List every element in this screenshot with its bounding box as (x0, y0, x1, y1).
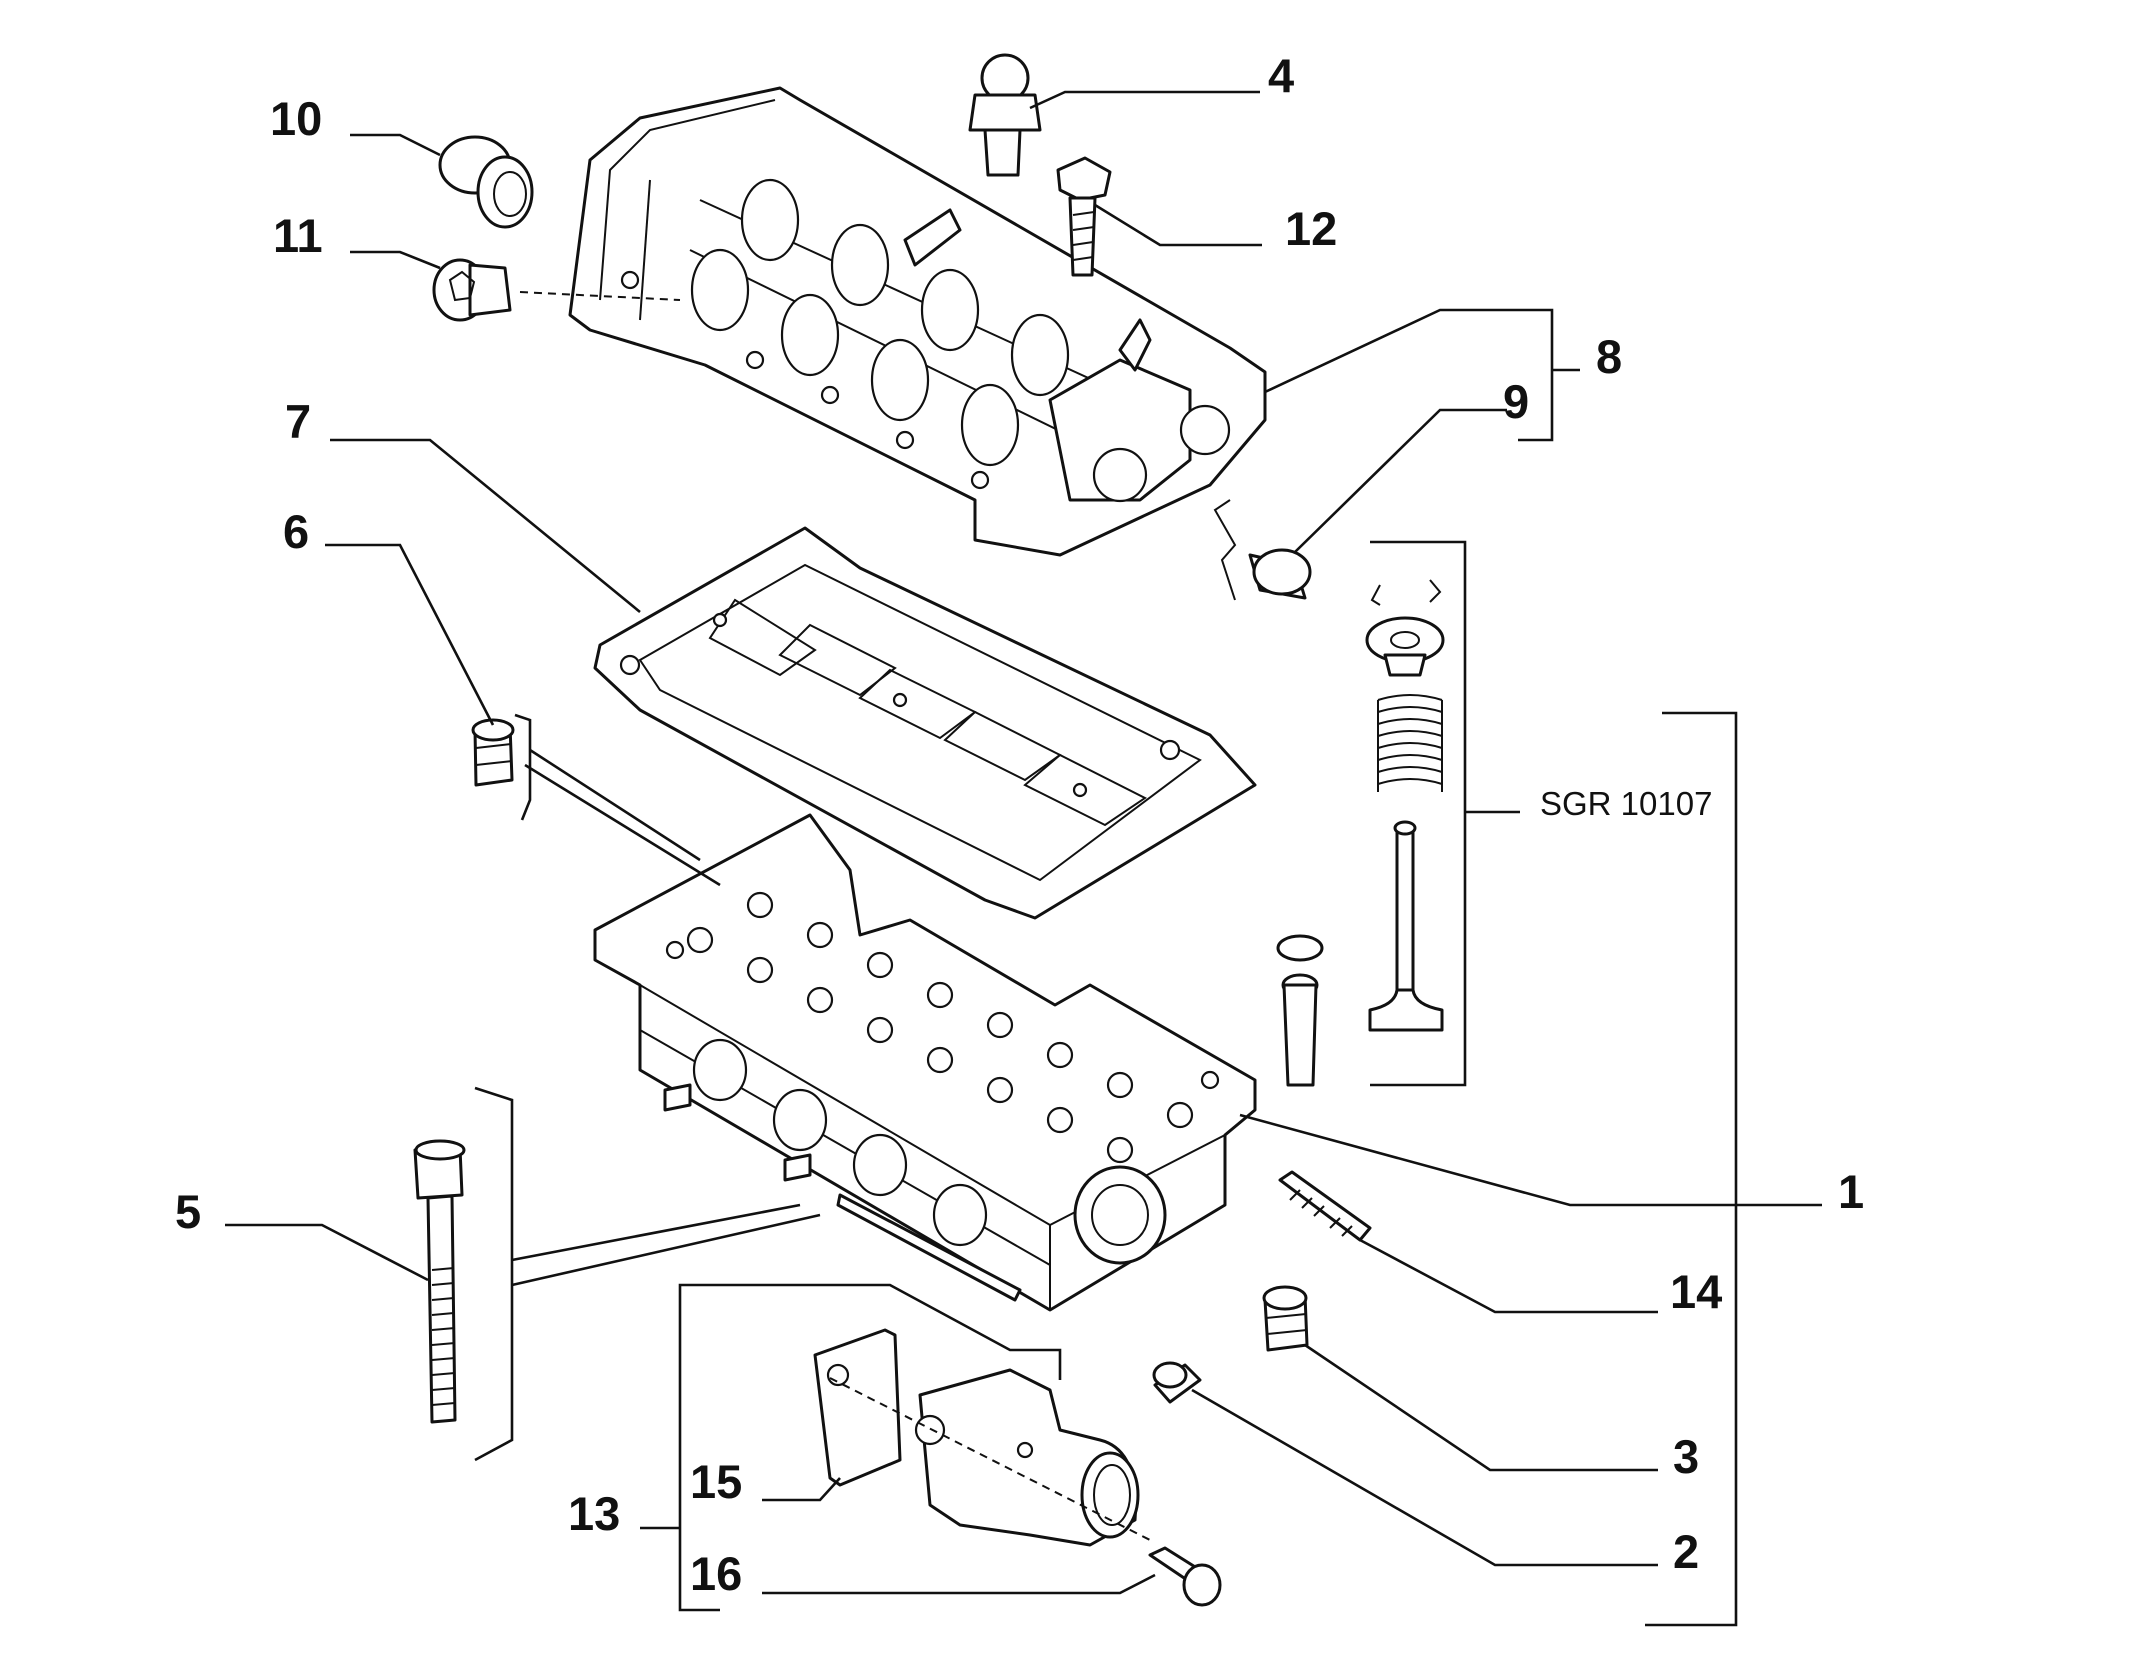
callout-2: 2 (1673, 1525, 1699, 1578)
callout-4: 4 (1268, 49, 1294, 102)
leader-lines (225, 90, 1822, 1627)
plug-part-10 (438, 135, 534, 229)
plug-part-2 (1152, 1361, 1202, 1404)
callout-10: 10 (270, 92, 322, 145)
callout-11: 11 (273, 209, 323, 262)
gasket-part-7 (593, 526, 1257, 920)
stud-part-14 (1278, 1170, 1372, 1242)
callout-6: 6 (283, 505, 309, 558)
callout-8: 8 (1596, 330, 1622, 383)
callout-5: 5 (175, 1185, 201, 1238)
callout-1: 1 (1838, 1165, 1864, 1218)
bolt-part-16 (1148, 1546, 1222, 1607)
cylinder-head-part (593, 813, 1257, 1312)
camshaft-carrier-part (568, 86, 1267, 557)
dowel-part-6 (471, 718, 515, 787)
callout-14: 14 (1670, 1265, 1722, 1318)
bolt-part-12 (1056, 156, 1112, 277)
callout-13: 13 (568, 1487, 620, 1540)
callout-7: 7 (285, 395, 311, 448)
callout-labels: 1 2 3 4 5 6 7 8 9 10 11 12 13 14 15 16 S… (175, 49, 1864, 1600)
callout-16: 16 (690, 1547, 742, 1600)
callout-3: 3 (1673, 1430, 1699, 1483)
valve-assembly-part (1365, 579, 1445, 1032)
head-bolt-part-5 (413, 1139, 466, 1424)
dowel-part-3 (1262, 1285, 1309, 1352)
reference-code-label: SGR 10107 (1540, 785, 1712, 822)
callout-12: 12 (1285, 202, 1337, 255)
bushing-part-9 (1213, 499, 1312, 601)
callout-15: 15 (690, 1455, 742, 1508)
valve-guide-part (1276, 934, 1324, 1087)
sensor-part-4 (968, 53, 1042, 177)
callout-9: 9 (1503, 375, 1529, 428)
screw-plug-part-11 (432, 258, 681, 322)
water-outlet-part-13 (813, 1328, 1151, 1547)
